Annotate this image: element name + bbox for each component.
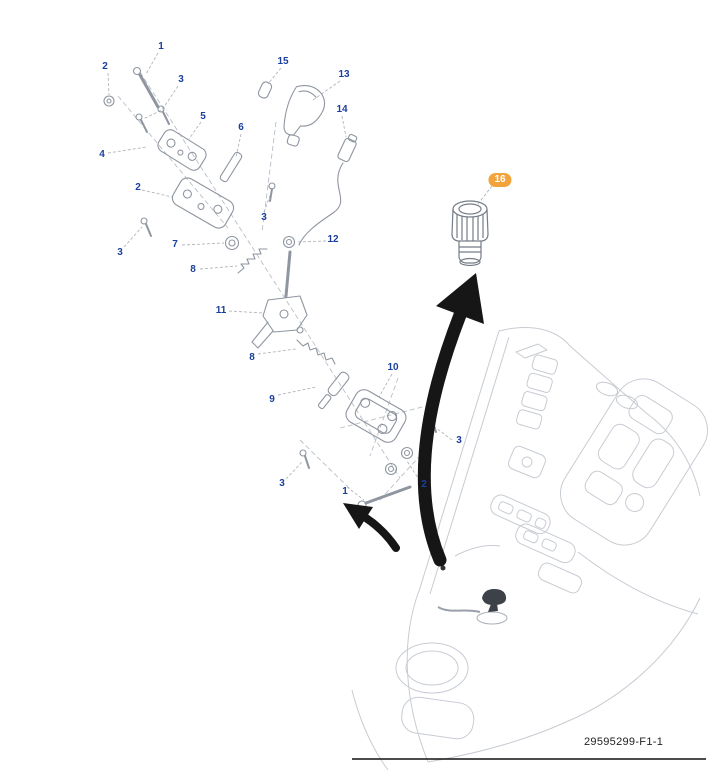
part-callout-3[interactable]: 3 — [261, 212, 267, 223]
part-callout-15[interactable]: 15 — [277, 56, 289, 67]
pointer-arrow-small — [343, 503, 400, 552]
part-callout-14[interactable]: 14 — [336, 104, 348, 115]
part-callout-2[interactable]: 2 — [421, 479, 427, 490]
part-callout-2[interactable]: 2 — [102, 61, 108, 72]
part-callout-3[interactable]: 3 — [117, 247, 123, 258]
figure-reference: 29595299-F1-1 — [584, 736, 664, 748]
console-joystick-sketch — [437, 565, 508, 625]
part-callout-7[interactable]: 7 — [172, 239, 178, 250]
part-callout-12[interactable]: 12 — [327, 234, 339, 245]
part-callout-1[interactable]: 1 — [158, 41, 164, 52]
part-callout-11[interactable]: 11 — [215, 305, 227, 316]
pointer-arrow-large — [417, 273, 484, 567]
part-sketches — [103, 66, 437, 510]
part-callout-8[interactable]: 8 — [190, 264, 196, 275]
part-callout-5[interactable]: 5 — [200, 111, 206, 122]
part-callout-9[interactable]: 9 — [269, 394, 275, 405]
part-callout-3[interactable]: 3 — [456, 435, 462, 446]
part-callout-6[interactable]: 6 — [238, 122, 244, 133]
part-callout-2[interactable]: 2 — [135, 182, 141, 193]
part-callout-16[interactable]: 16 — [488, 173, 512, 187]
axis-dashed-lines — [117, 71, 427, 501]
part-callout-8[interactable]: 8 — [249, 352, 255, 363]
part-callout-10[interactable]: 10 — [387, 362, 399, 373]
leader-lines — [107, 52, 493, 501]
part-16-knob-sketch — [451, 200, 489, 267]
part-callout-1[interactable]: 1 — [342, 486, 348, 497]
part-callout-3[interactable]: 3 — [178, 74, 184, 85]
console-sketch — [351, 327, 708, 771]
part-callout-3[interactable]: 3 — [279, 478, 285, 489]
part-callout-13[interactable]: 13 — [338, 69, 350, 80]
part-callout-4[interactable]: 4 — [99, 149, 105, 160]
